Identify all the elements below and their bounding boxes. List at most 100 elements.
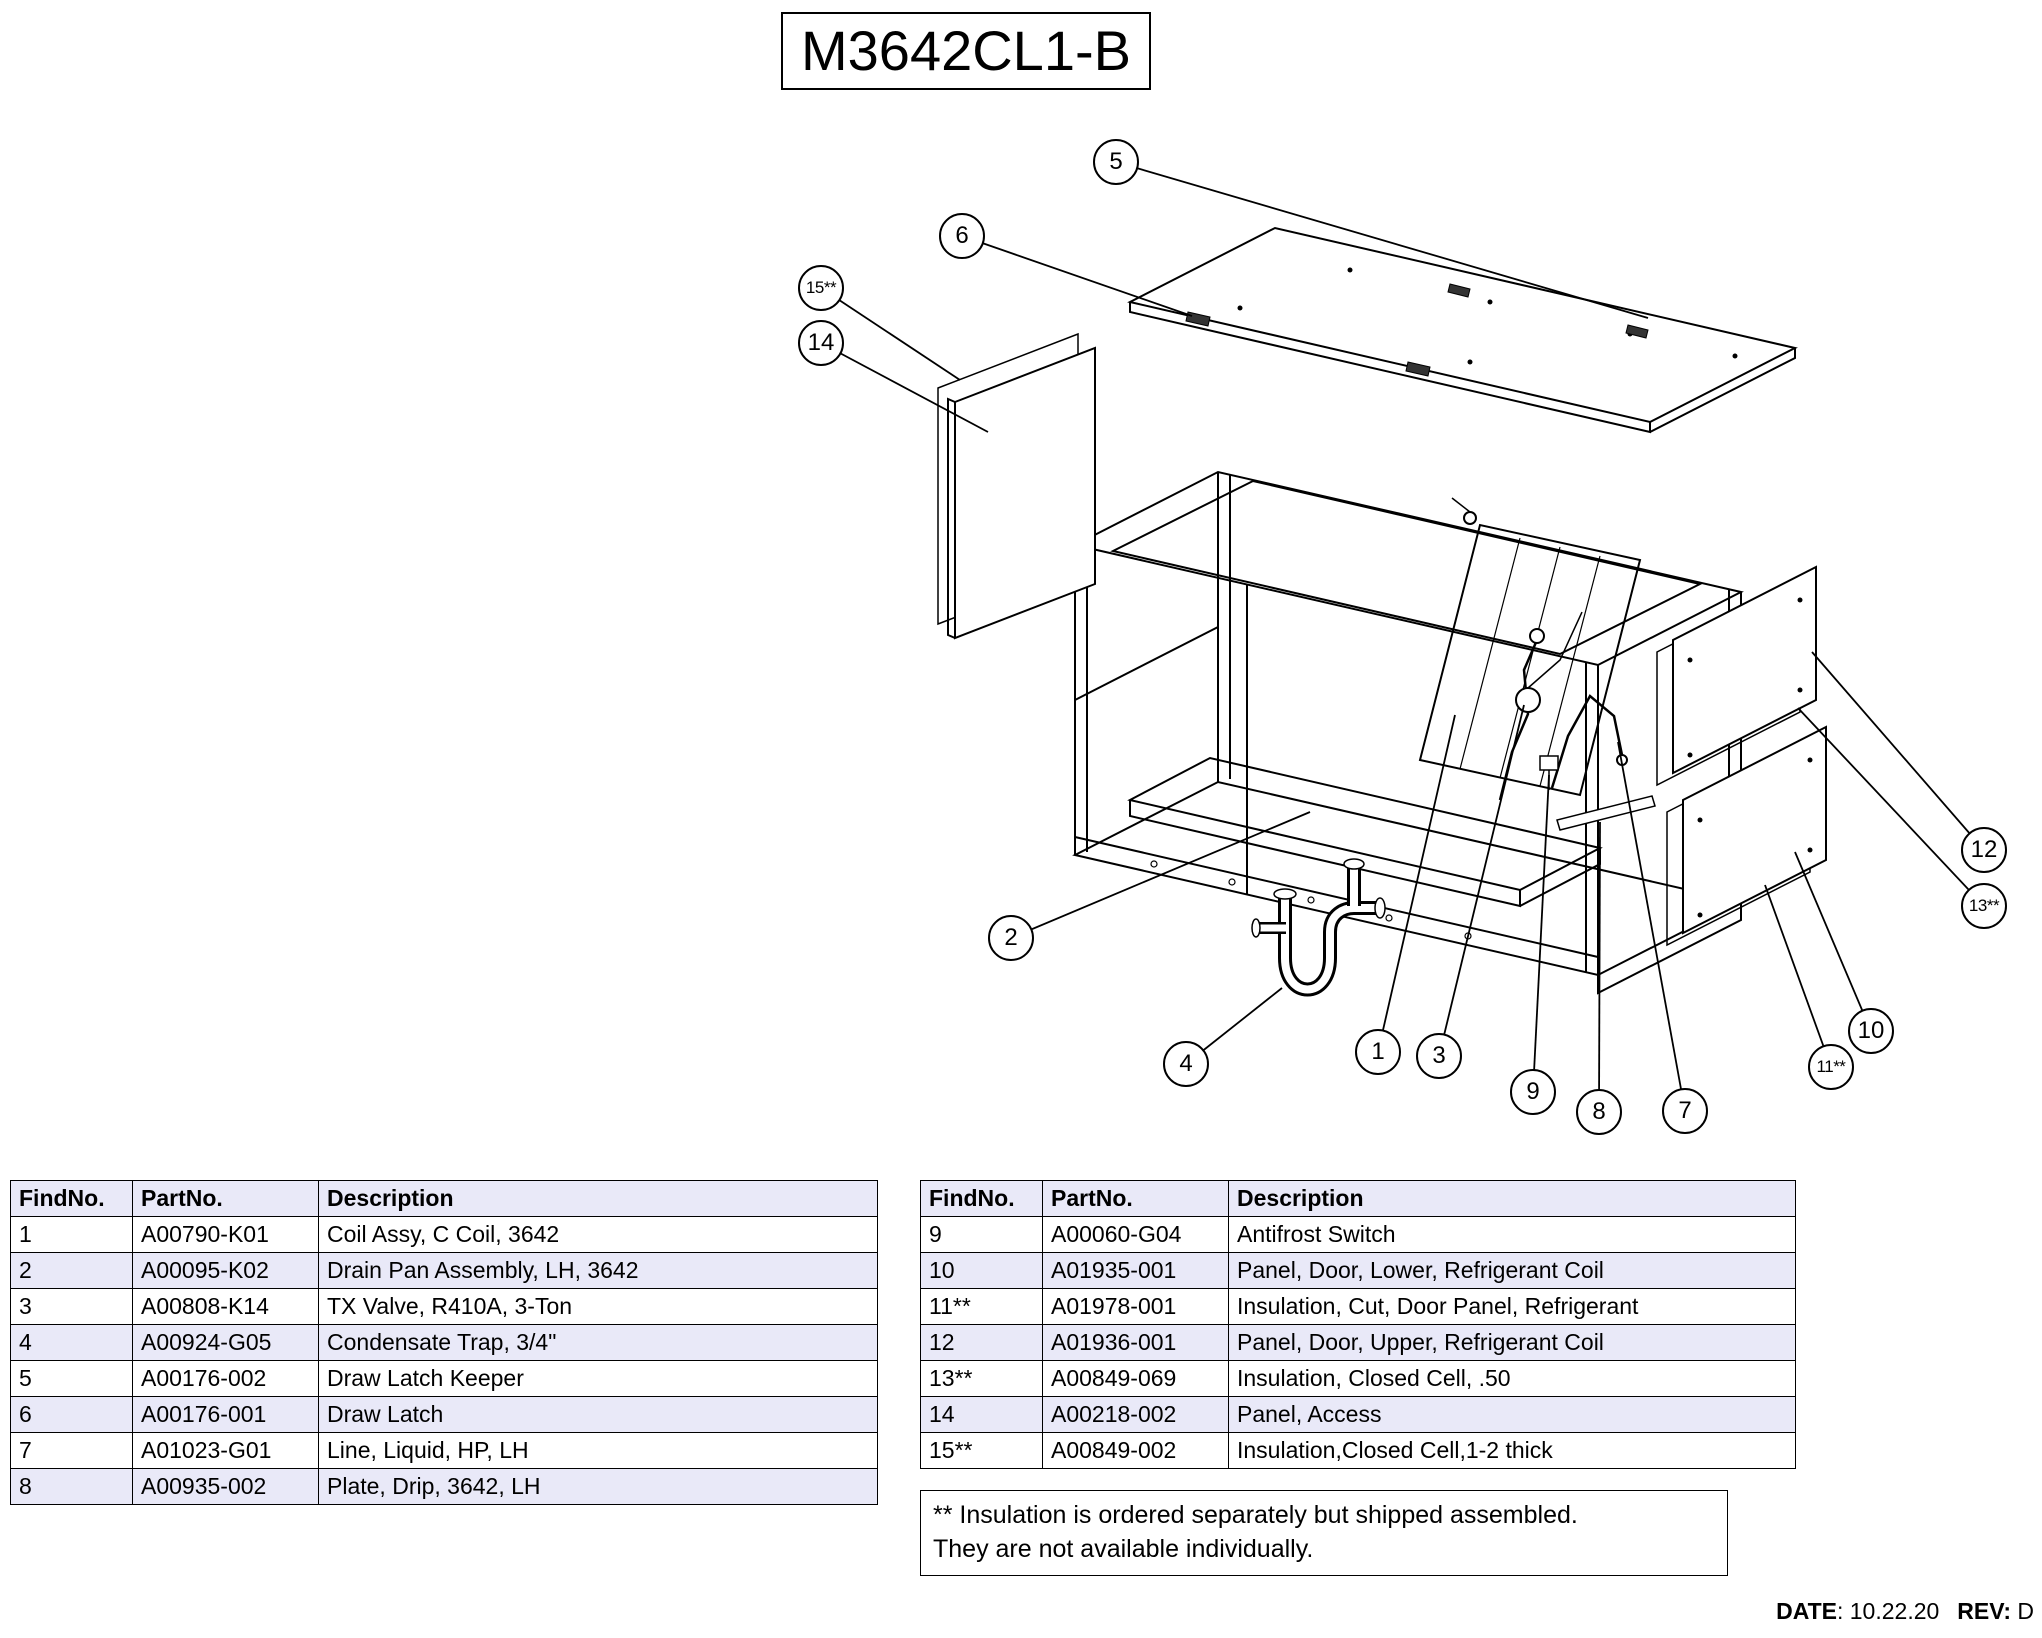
callout-balloon-7: 7	[1662, 1088, 1708, 1134]
cell-findno: 8	[10, 1468, 133, 1505]
cell-findno: 11**	[920, 1288, 1043, 1325]
cell-description: Draw Latch	[318, 1396, 878, 1433]
cell-findno: 6	[10, 1396, 133, 1433]
callout-label: 13**	[1968, 896, 2000, 915]
cell-partno: A00060-G04	[1042, 1216, 1229, 1253]
callout-label: 2	[1004, 924, 1018, 951]
drawing-title: M3642CL1-B	[801, 19, 1131, 82]
cell-findno: 15**	[920, 1432, 1043, 1469]
cell-partno: A00935-002	[132, 1468, 319, 1505]
cell-partno: A00176-002	[132, 1360, 319, 1397]
cell-findno: 1	[10, 1216, 133, 1253]
cell-findno: 14	[920, 1396, 1043, 1433]
table-header-row: FindNo. PartNo. Description	[10, 1180, 878, 1217]
access-panel	[947, 346, 1096, 640]
frame-holes	[1150, 860, 1472, 940]
cell-description: Line, Liquid, HP, LH	[318, 1432, 878, 1469]
note-line-2: They are not available individually.	[933, 1534, 1314, 1563]
cell-partno: A00849-002	[1042, 1432, 1229, 1469]
date-value: : 10.22.20	[1836, 1598, 1940, 1624]
cell-partno: A00924-G05	[132, 1324, 319, 1361]
cell-findno: 4	[10, 1324, 133, 1361]
cell-partno: A01935-001	[1042, 1252, 1229, 1289]
col-header-findno: FindNo.	[10, 1180, 133, 1217]
cell-description: Insulation, Closed Cell, .50	[1228, 1360, 1796, 1397]
cell-partno: A01936-001	[1042, 1324, 1229, 1361]
col-header-findno: FindNo.	[920, 1180, 1043, 1217]
condensate-trap	[1251, 858, 1386, 997]
col-header-partno: PartNo.	[132, 1180, 319, 1217]
col-header-description: Description	[318, 1180, 878, 1217]
col-header-description: Description	[1228, 1180, 1796, 1217]
callout-label: 15**	[805, 278, 837, 297]
table-header-row: FindNo. PartNo. Description	[920, 1180, 1796, 1217]
cell-description: Plate, Drip, 3642, LH	[318, 1468, 878, 1505]
top-panel-screws	[1237, 267, 1738, 365]
callout-balloon-9: 9	[1510, 1069, 1556, 1115]
callout-label: 12	[1970, 836, 1998, 863]
drip-plate	[1556, 795, 1656, 831]
callout-balloon-3: 3	[1416, 1033, 1462, 1079]
cell-description: Insulation,Closed Cell,1-2 thick	[1228, 1432, 1796, 1469]
txv-and-piping	[1498, 611, 1628, 801]
callout-label: 1	[1371, 1038, 1385, 1065]
callout-balloon-12: 12	[1961, 827, 2007, 873]
insulation-note: ** Insulation is ordered separately but …	[920, 1490, 1728, 1576]
rev-label: REV:	[1957, 1598, 2011, 1624]
door-panel-lower	[1682, 725, 1827, 935]
callout-balloon-14: 14	[798, 320, 844, 366]
callout-balloon-11: 11**	[1808, 1044, 1854, 1090]
cell-description: Panel, Door, Upper, Refrigerant Coil	[1228, 1324, 1796, 1361]
cell-findno: 5	[10, 1360, 133, 1397]
note-line-1: ** Insulation is ordered separately but …	[933, 1501, 1578, 1529]
cell-partno: A00808-K14	[132, 1288, 319, 1325]
cell-description: Panel, Access	[1228, 1396, 1796, 1433]
cell-description: Panel, Door, Lower, Refrigerant Coil	[1228, 1252, 1796, 1289]
callout-label: 7	[1678, 1097, 1692, 1124]
callout-balloon-2: 2	[988, 915, 1034, 961]
cabinet-frame	[1072, 470, 1744, 995]
callout-label: 10	[1857, 1017, 1885, 1044]
cell-findno: 3	[10, 1288, 133, 1325]
top-panel	[1127, 226, 1798, 434]
cell-description: Antifrost Switch	[1228, 1216, 1796, 1253]
cell-findno: 12	[920, 1324, 1043, 1361]
leader-lines	[820, 161, 1985, 1113]
draw-latch-keeper	[1447, 283, 1649, 339]
cell-partno: A01978-001	[1042, 1288, 1229, 1325]
cell-description: Coil Assy, C Coil, 3642	[318, 1216, 878, 1253]
callout-balloon-15: 15**	[798, 265, 844, 311]
callout-balloon-5: 5	[1093, 139, 1139, 185]
door-panel-upper	[1672, 565, 1817, 775]
callout-balloon-4: 4	[1163, 1041, 1209, 1087]
callout-balloon-8: 8	[1576, 1089, 1622, 1135]
callout-label: 5	[1109, 148, 1123, 175]
cell-partno: A00218-002	[1042, 1396, 1229, 1433]
cell-findno: 2	[10, 1252, 133, 1289]
cell-partno: A01023-G01	[132, 1432, 319, 1469]
cell-description: Condensate Trap, 3/4"	[318, 1324, 878, 1361]
callout-label: 14	[807, 329, 835, 356]
cell-findno: 10	[920, 1252, 1043, 1289]
callout-label: 3	[1432, 1042, 1446, 1069]
date-label: DATE	[1776, 1598, 1837, 1624]
cell-description: Insulation, Cut, Door Panel, Refrigerant	[1228, 1288, 1796, 1325]
callout-balloon-13: 13**	[1961, 883, 2007, 929]
callout-balloon-6: 6	[939, 213, 985, 259]
coil-assembly	[1418, 497, 1642, 797]
callout-label: 8	[1592, 1098, 1606, 1125]
